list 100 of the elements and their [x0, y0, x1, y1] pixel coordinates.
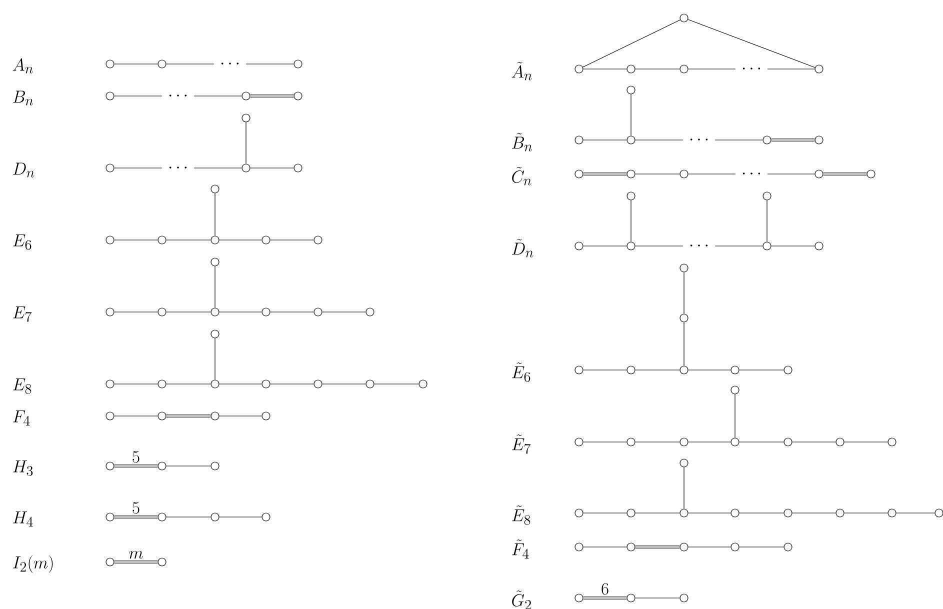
vertex-circle [626, 64, 636, 74]
edge-line [583, 546, 627, 548]
vertex-circle [262, 512, 270, 522]
edge-line [630, 94, 632, 136]
vertex-circle [814, 242, 824, 250]
edge-line [630, 200, 632, 242]
vertex-circle [730, 508, 740, 518]
vertex-circle [574, 594, 584, 602]
vertex-circle [418, 380, 428, 388]
vertex-circle [626, 366, 636, 374]
vertex-circle [680, 264, 688, 272]
vertex-circle [626, 86, 636, 94]
vertex-circle [626, 192, 636, 200]
diagram-name: $B_n$ [13, 90, 34, 106]
vertex-circle [626, 594, 636, 602]
vertex-circle [626, 508, 636, 518]
diagram-name: $F_4$ [13, 410, 30, 426]
vertex-circle [242, 114, 250, 122]
vertex-circle [158, 236, 166, 244]
vertex-circle [158, 380, 166, 388]
vertex-circle [680, 508, 688, 518]
vertex-circle [106, 380, 114, 388]
diagram-name: $H_4$ [13, 511, 33, 527]
vertex-circle [680, 366, 688, 374]
vertex-circle [314, 308, 322, 316]
vertex-circle [106, 236, 114, 244]
vertex-circle [680, 314, 688, 322]
edge-label: $\cdots$ [682, 135, 716, 145]
vertex-circle [294, 164, 302, 172]
edge-line [583, 68, 627, 70]
vertex-circle [814, 136, 824, 144]
vertex-circle [730, 438, 740, 446]
edge-line [766, 200, 768, 242]
vertex-circle [730, 542, 740, 552]
vertex-circle [814, 170, 824, 178]
vertex-circle [294, 92, 302, 100]
vertex-circle [784, 438, 792, 446]
edge-line [583, 596, 627, 600]
edge-line [688, 546, 731, 548]
diagram-name: $A_n$ [12, 58, 33, 74]
vertex-circle [680, 542, 688, 552]
vertex-circle [680, 170, 688, 178]
vertex-circle [210, 512, 220, 522]
vertex-circle [210, 308, 220, 316]
diagram-name: $E_8$ [13, 378, 32, 394]
vertex-circle [210, 462, 220, 470]
edge-label: $\cdots$ [162, 163, 194, 173]
vertex-circle [784, 542, 792, 552]
vertex-circle [158, 412, 166, 420]
vertex-circle [106, 308, 114, 316]
vertex-circle [106, 462, 114, 470]
diagram-name: $I_2(m)$ [12, 555, 53, 573]
edge-label: $\cdots$ [735, 64, 768, 74]
vertex-circle [574, 64, 584, 74]
vertex-circle [366, 380, 374, 388]
edge-line [166, 414, 211, 418]
diagram-name: $\tilde{A}_n$ [512, 62, 532, 80]
edge-label: $\cdots$ [735, 169, 768, 179]
vertex-circle [262, 308, 270, 316]
vertex-circle [626, 242, 636, 250]
vertex-circle [574, 438, 584, 446]
vertex-circle [730, 366, 740, 374]
edge-line [635, 546, 680, 548]
edge-line [250, 94, 294, 98]
edge-line [792, 512, 836, 514]
vertex-circle [784, 366, 792, 374]
vertex-circle [210, 380, 220, 388]
edge-line [219, 516, 262, 518]
edge-line [823, 172, 867, 176]
diagram-name: $H_3$ [13, 460, 33, 476]
vertex-circle [680, 438, 688, 446]
vertex-circle [106, 512, 114, 522]
diagram-name: $\tilde{E}_8$ [512, 505, 530, 525]
vertex-circle [762, 136, 772, 144]
vertex-circle [626, 438, 636, 446]
vertex-circle [106, 558, 114, 566]
edge-line [688, 19, 816, 68]
edge-label: $6$ [602, 583, 608, 595]
vertex-circle [158, 60, 166, 68]
vertex-circle [762, 192, 772, 200]
vertex-circle [210, 258, 220, 266]
vertex-circle [888, 508, 896, 518]
vertex-circle [106, 92, 114, 100]
diagram-name: $D_n$ [13, 162, 34, 178]
vertex-circle [814, 64, 824, 74]
vertex-circle [680, 594, 688, 602]
vertex-circle [294, 60, 302, 68]
vertex-circle [314, 236, 322, 244]
diagram-name: $\tilde{E}_7$ [512, 434, 531, 454]
vertex-circle [680, 64, 688, 74]
edge-line [734, 394, 736, 438]
vertex-circle [262, 236, 270, 244]
edge-line [583, 172, 627, 176]
vertex-circle [574, 508, 584, 518]
diagram-name: $\tilde{C}_n$ [512, 166, 532, 186]
vertex-circle [106, 60, 114, 68]
edge-line [896, 512, 935, 514]
edge-line [114, 516, 158, 518]
vertex-circle [242, 164, 250, 172]
edge-label: $5$ [132, 451, 140, 463]
